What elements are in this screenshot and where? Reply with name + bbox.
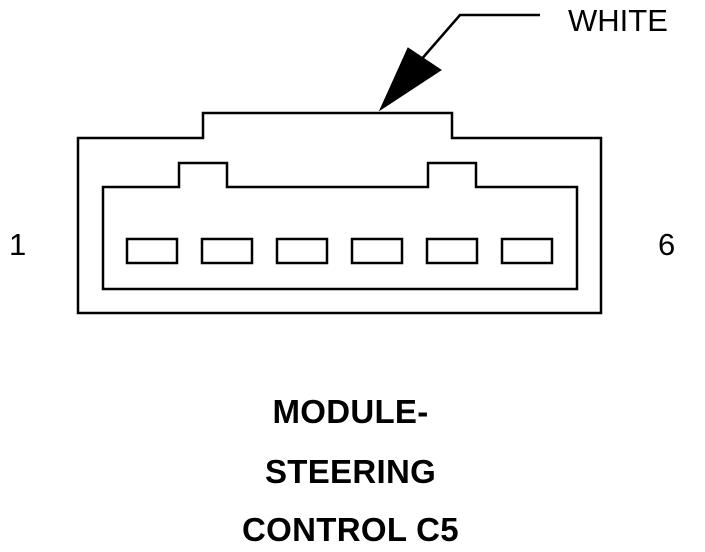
pin-1-label: 1 <box>9 227 27 262</box>
pin-terminal-1 <box>125 237 179 265</box>
pin-terminal-3 <box>275 237 329 265</box>
caption-line-3: CONTROL C5 <box>242 511 459 548</box>
caption-line-1: MODULE- <box>272 393 429 430</box>
arrowhead <box>378 47 442 112</box>
wire-color-label: WHITE <box>568 3 668 38</box>
pin-terminal-5 <box>425 237 479 265</box>
pin-terminal-6 <box>500 237 554 265</box>
pin-terminal-4 <box>350 237 404 265</box>
connector-housing-outline <box>76 111 603 315</box>
connector-cavity-outline <box>101 161 579 291</box>
leader-line <box>419 13 540 62</box>
connector-pins <box>125 237 554 265</box>
caption-line-2: STEERING <box>264 453 437 490</box>
pin-terminal-2 <box>200 237 254 265</box>
pin-6-label: 6 <box>658 227 676 262</box>
